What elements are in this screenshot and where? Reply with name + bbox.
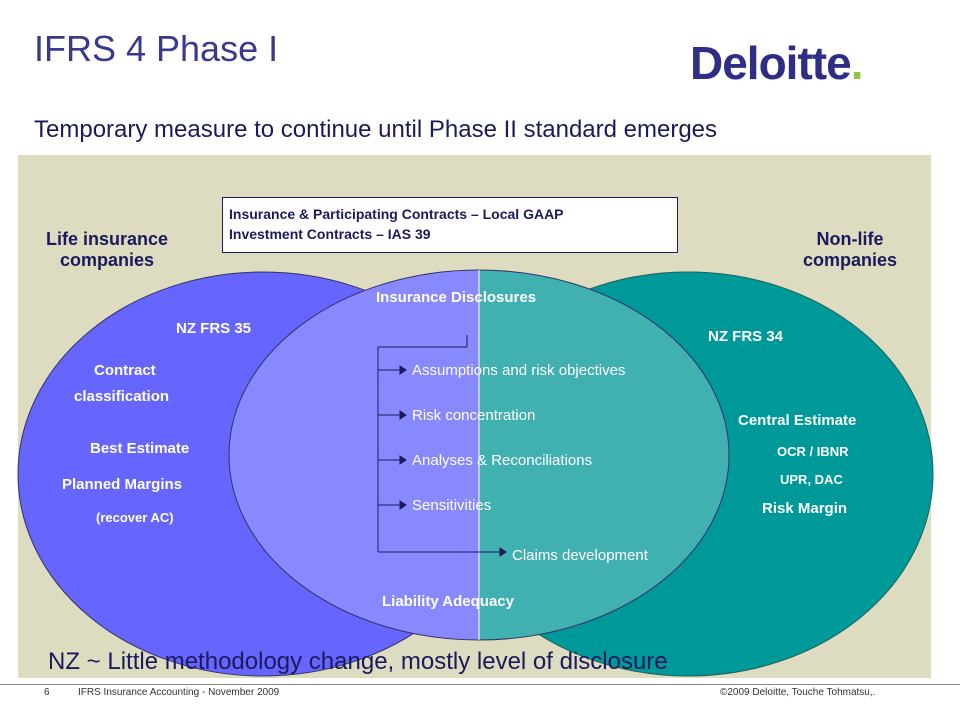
nonlife-heading-line-1: Non-life	[816, 229, 884, 249]
overlap-right-half	[479, 269, 730, 641]
contract-label: Contract	[94, 362, 156, 379]
life-heading: Life insurance companies	[32, 229, 182, 271]
upr-dac-label: UPR, DAC	[780, 472, 843, 487]
nonlife-heading: Non-life companies	[770, 229, 930, 271]
bullet-assumptions: Assumptions and risk objectives	[412, 362, 626, 379]
liability-adequacy-label: Liability Adequacy	[382, 593, 514, 610]
deloitte-logo: Deloitte.	[690, 36, 864, 90]
bracket-lines	[377, 335, 500, 553]
slide-subtitle: Temporary measure to continue until Phas…	[34, 116, 718, 143]
recover-ac-label: (recover AC)	[96, 510, 174, 525]
central-estimate-label: Central Estimate	[738, 412, 857, 429]
bottom-note: NZ ~ Little methodology change, mostly l…	[48, 648, 668, 675]
overlap-left-half	[228, 269, 479, 641]
slide-title: IFRS 4 Phase I	[34, 28, 279, 69]
risk-margin-label: Risk Margin	[762, 500, 848, 517]
classification-label: classification	[74, 388, 170, 405]
nonlife-heading-line-2: companies	[802, 250, 898, 270]
planned-margins-label: Planned Margins	[62, 476, 183, 493]
life-heading-line-1: Life insurance	[45, 229, 169, 249]
gaap-line-1: Insurance & Participating Contracts – Lo…	[229, 206, 564, 222]
logo-text: Deloitte	[690, 37, 852, 89]
footer-divider	[0, 684, 960, 685]
ocr-ibnr-label: OCR / IBNR	[777, 444, 849, 459]
best-estimate-label: Best Estimate	[90, 440, 190, 457]
bullet-claims-development: Claims development	[512, 547, 648, 564]
bullet-analyses: Analyses & Reconciliations	[412, 452, 593, 469]
bullet-sensitivities: Sensitivities	[412, 497, 492, 514]
life-heading-line-2: companies	[59, 250, 155, 270]
page-number: 6	[44, 687, 50, 698]
footer-copyright: ©2009 Deloitte, Touche Tohmatsu,.	[720, 687, 876, 698]
logo-dot: .	[850, 37, 864, 89]
local-gaap-box: Insurance & Participating Contracts – Lo…	[222, 197, 678, 253]
footer-course: IFRS Insurance Accounting - November 200…	[78, 687, 280, 698]
nz-frs-34-label: NZ FRS 34	[708, 328, 784, 345]
bullet-risk-concentration: Risk concentration	[412, 407, 536, 424]
nz-frs-35-label: NZ FRS 35	[176, 320, 252, 337]
bullet-arrows	[378, 365, 507, 557]
gaap-line-2: Investment Contracts – IAS 39	[229, 226, 431, 242]
insurance-disclosures-label: Insurance Disclosures	[376, 289, 537, 306]
